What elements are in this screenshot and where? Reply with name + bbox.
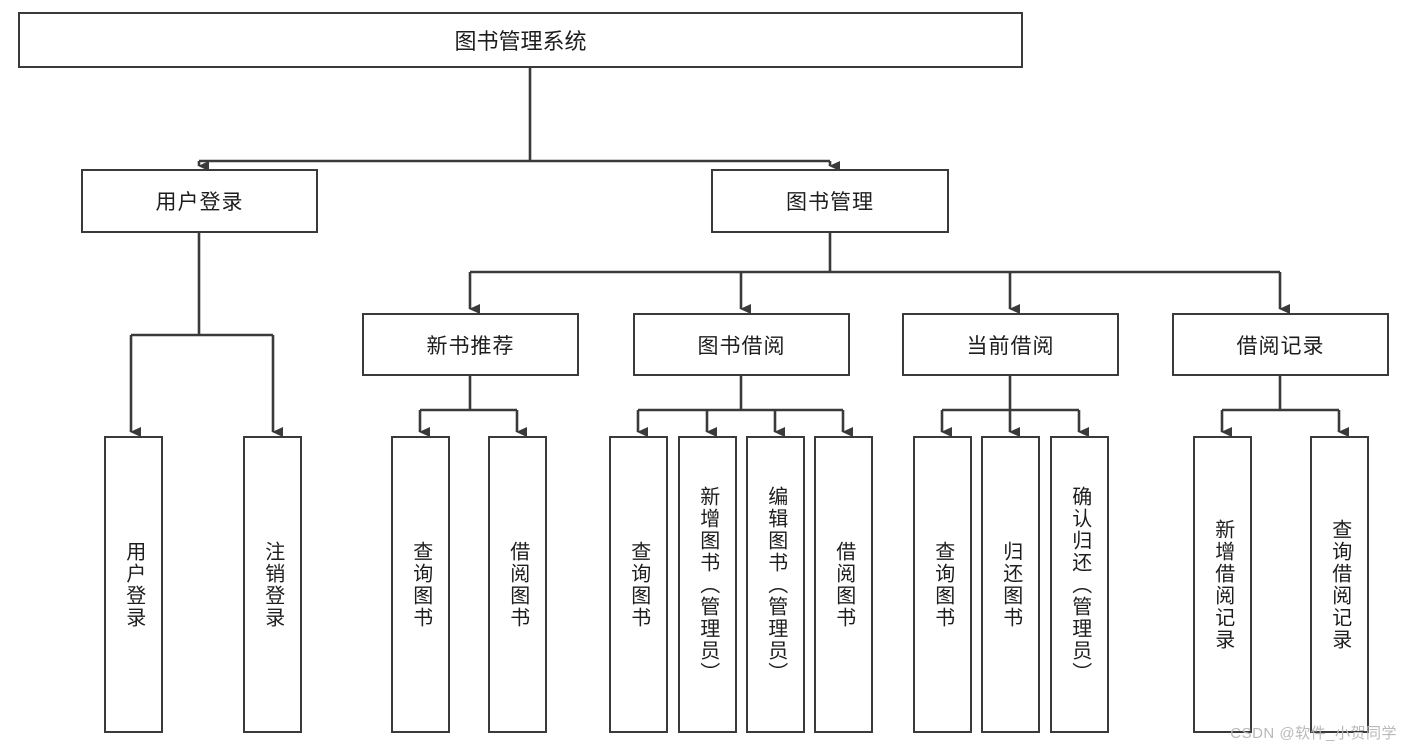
node-user-login[interactable]: 用户登录 [81, 169, 318, 233]
leaf-node[interactable]: 新增图书（管理员） [678, 436, 737, 733]
leaf-node[interactable]: 借阅图书 [814, 436, 873, 733]
leaf-label: 用户登录 [122, 540, 145, 629]
node-current-borrow-label: 当前借阅 [966, 334, 1055, 358]
leaf-node[interactable]: 查询图书 [391, 436, 450, 733]
node-book-borrow-label: 图书借阅 [697, 334, 786, 358]
node-borrow-records-label: 借阅记录 [1236, 334, 1325, 358]
node-book-borrow[interactable]: 图书借阅 [633, 313, 850, 376]
node-new-book-recommend-label: 新书推荐 [426, 334, 515, 358]
node-borrow-records[interactable]: 借阅记录 [1172, 313, 1389, 376]
leaf-node[interactable]: 新增借阅记录 [1193, 436, 1252, 733]
leaf-label: 借阅图书 [832, 540, 855, 629]
leaf-node[interactable]: 用户登录 [104, 436, 163, 733]
leaf-node[interactable]: 查询借阅记录 [1310, 436, 1369, 733]
leaf-label: 新增借阅记录 [1211, 518, 1234, 651]
leaf-label: 新增图书（管理员） [696, 485, 719, 684]
leaf-node[interactable]: 注销登录 [243, 436, 302, 733]
leaf-label: 查询图书 [627, 540, 650, 629]
leaf-label: 注销登录 [261, 540, 284, 629]
leaf-node[interactable]: 归还图书 [981, 436, 1040, 733]
leaf-node[interactable]: 查询图书 [913, 436, 972, 733]
leaf-node[interactable]: 查询图书 [609, 436, 668, 733]
node-root[interactable]: 图书管理系统 [18, 12, 1023, 68]
watermark: CSDN @软件_小贺同学 [1230, 725, 1397, 742]
node-user-login-label: 用户登录 [155, 191, 244, 214]
leaf-node[interactable]: 确认归还（管理员） [1050, 436, 1109, 733]
leaf-label: 借阅图书 [506, 540, 529, 629]
node-book-management[interactable]: 图书管理 [711, 169, 949, 233]
leaf-label: 归还图书 [999, 540, 1022, 629]
leaf-label: 查询图书 [409, 540, 432, 629]
leaf-node[interactable]: 编辑图书（管理员） [746, 436, 805, 733]
node-book-management-label: 图书管理 [786, 191, 874, 214]
node-new-book-recommend[interactable]: 新书推荐 [362, 313, 579, 376]
leaf-node[interactable]: 借阅图书 [488, 436, 547, 733]
leaf-label: 查询借阅记录 [1328, 518, 1351, 651]
node-root-label: 图书管理系统 [454, 29, 587, 54]
leaf-label: 确认归还（管理员） [1068, 485, 1091, 684]
leaf-label: 查询图书 [931, 540, 954, 629]
leaf-label: 编辑图书（管理员） [764, 485, 787, 684]
node-current-borrow[interactable]: 当前借阅 [902, 313, 1119, 376]
